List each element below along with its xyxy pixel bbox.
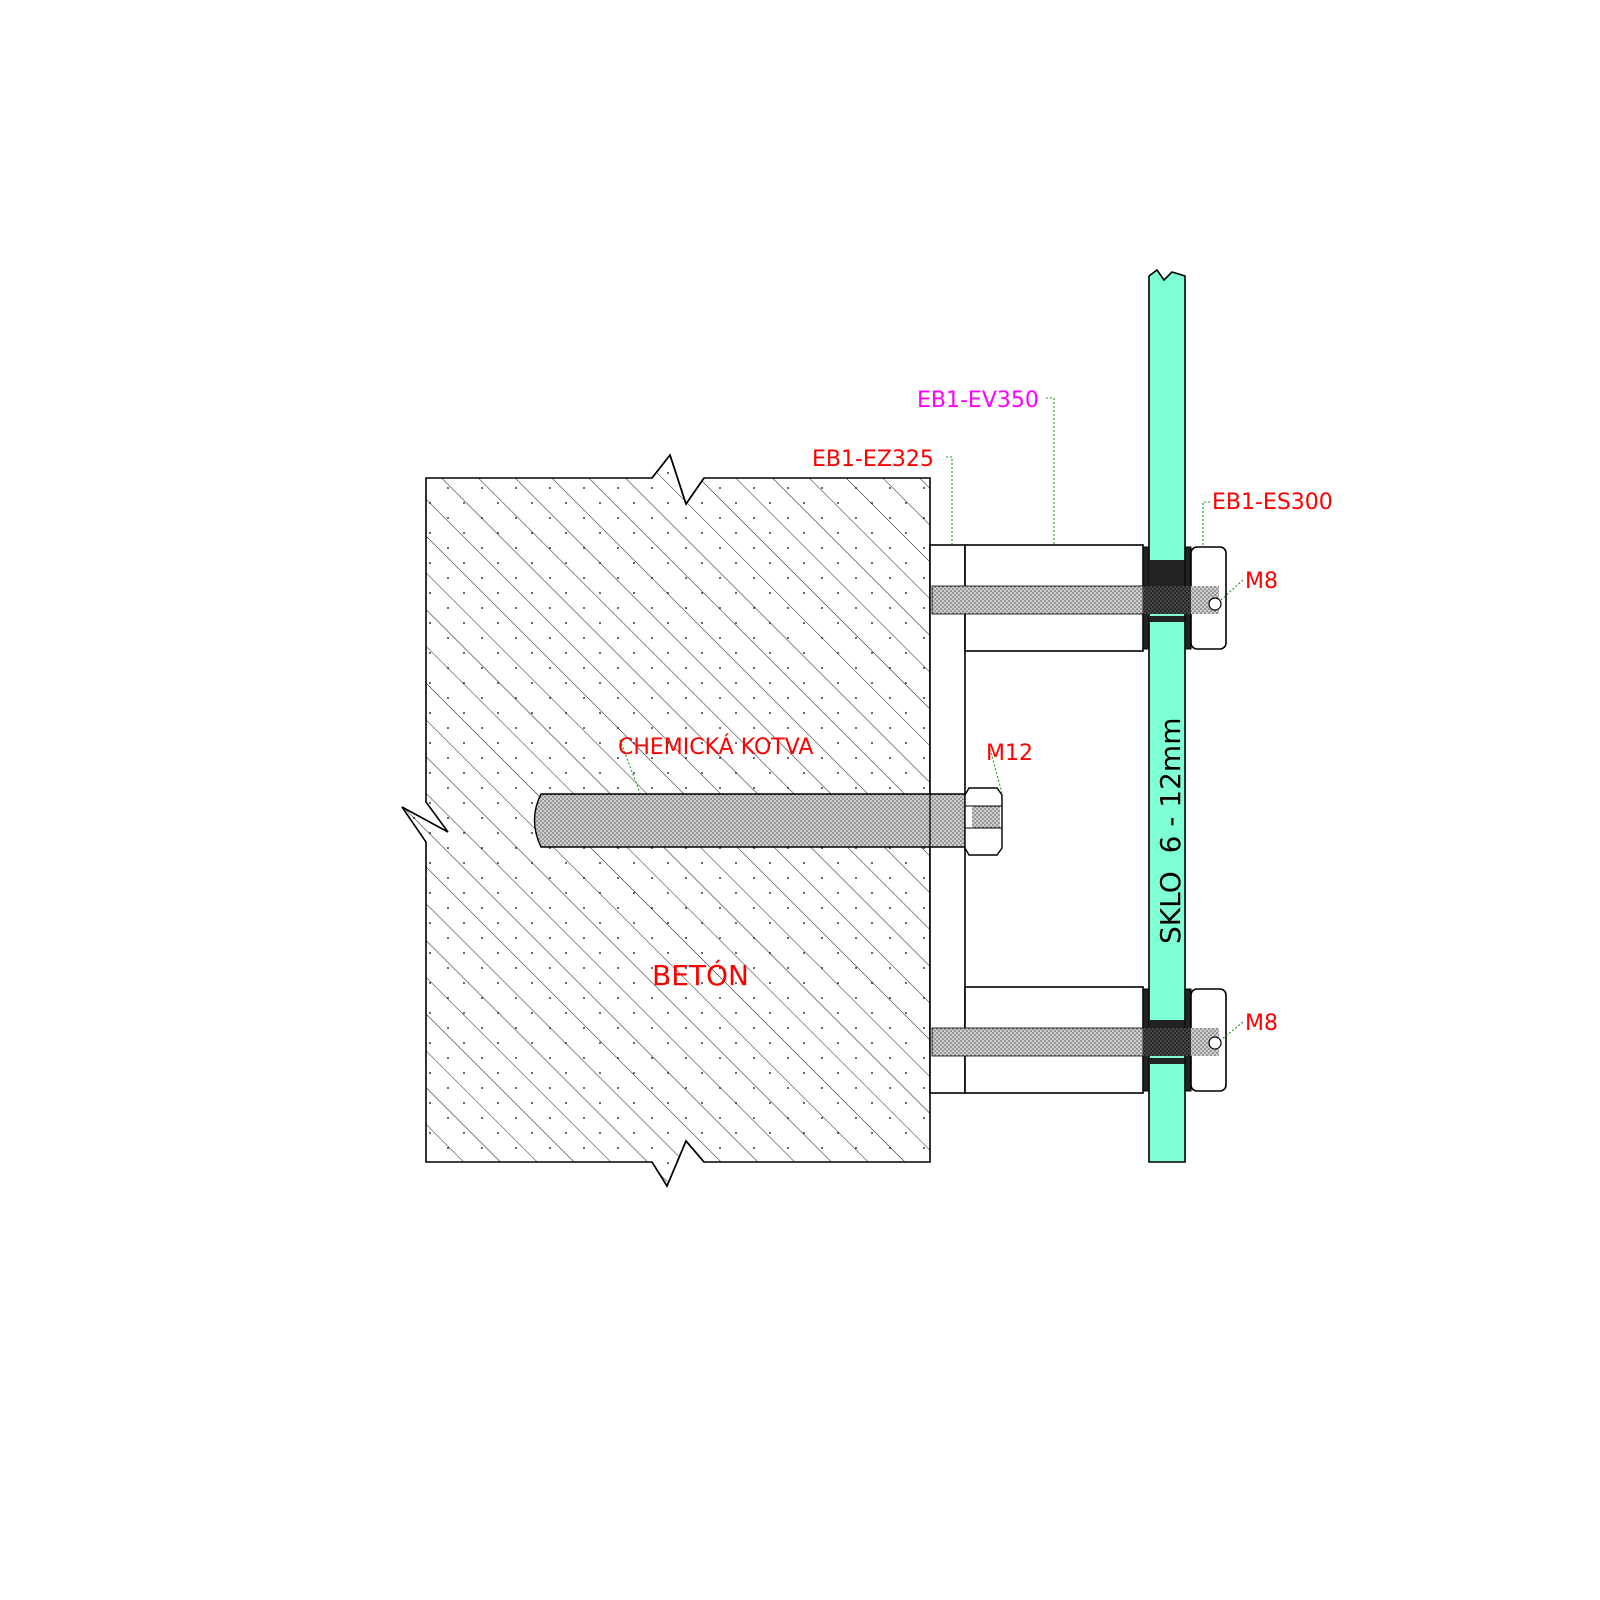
label-m8-bottom: M8 — [1245, 1011, 1278, 1036]
chemical-anchor-rod — [533, 793, 966, 848]
label-m12: M12 — [986, 741, 1033, 766]
label-es300: EB1-ES300 — [1212, 490, 1333, 515]
m8-bolt-bottom — [931, 1027, 1222, 1057]
label-ev350: EB1-EV350 — [917, 388, 1039, 413]
label-chemical-anchor: CHEMICKÁ KOTVA — [618, 734, 813, 760]
label-m8-top: M8 — [1245, 569, 1278, 594]
label-concrete: BETÓN — [652, 958, 749, 992]
m8-bolt-top — [931, 585, 1222, 615]
m12-nut — [964, 787, 1003, 856]
label-glass: SKLO 6 - 12mm — [1154, 718, 1187, 944]
glass-panel — [1148, 268, 1186, 1163]
leader-lines — [619, 397, 1244, 1041]
label-ez325: EB1-EZ325 — [812, 447, 934, 472]
